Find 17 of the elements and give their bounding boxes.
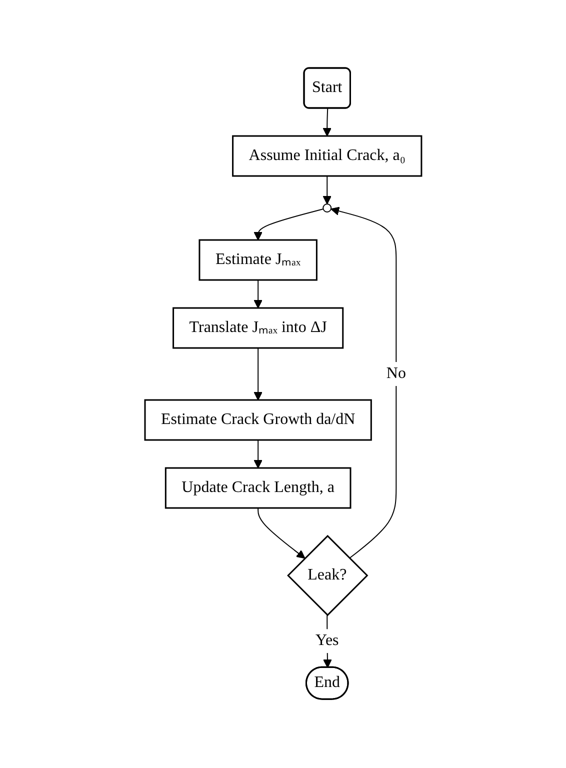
node-box: Translate Jₘₐₓ into ΔJ: [172, 308, 344, 350]
arrow: [253, 208, 324, 241]
node-circle: [322, 204, 332, 213]
node-diamond: Leak?: [286, 535, 368, 617]
edge-label: Yes: [315, 632, 339, 650]
node-box: Estimate Crack Growth da/dN: [144, 400, 372, 442]
arrow: [330, 207, 396, 560]
node-box: Estimate Jₘₐₓ: [198, 240, 318, 282]
arrow: [322, 108, 332, 137]
arrow: [253, 348, 262, 401]
arrow: [257, 508, 306, 560]
edge-label: No: [386, 365, 406, 382]
arrow: [253, 440, 262, 469]
node-box: Assume Initial Crack, a₀: [232, 136, 422, 178]
arrow: [253, 280, 262, 309]
node-box: Update Crack Length, a: [164, 468, 351, 510]
arrow: [322, 176, 332, 205]
